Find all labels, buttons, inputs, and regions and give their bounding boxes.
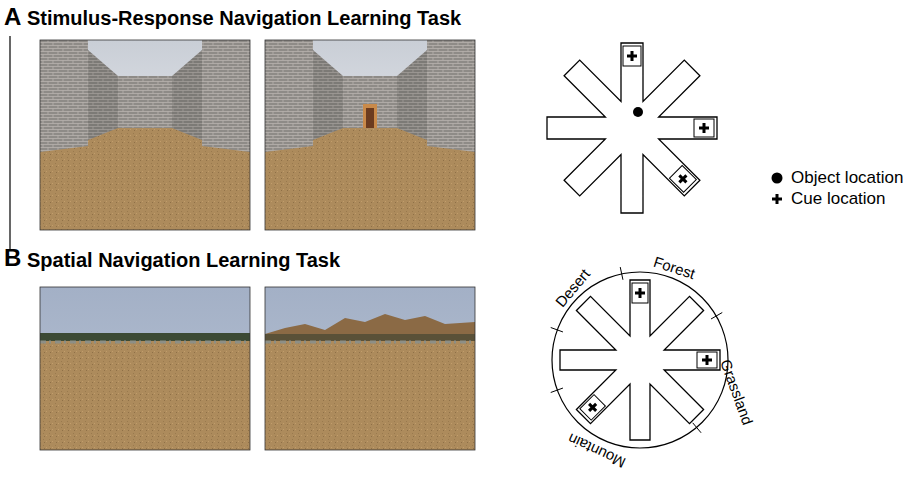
landscape-screenshot bbox=[265, 287, 475, 450]
cue-cross bbox=[635, 288, 645, 298]
object-dot bbox=[633, 107, 643, 117]
cue-cross bbox=[586, 400, 600, 414]
cue-cross bbox=[699, 123, 709, 133]
region-tick bbox=[711, 313, 722, 320]
panel-title: Stimulus-Response Navigation Learning Ta… bbox=[27, 7, 461, 29]
cue-marker bbox=[697, 352, 717, 368]
cue-cell bbox=[632, 283, 648, 303]
maze-screenshot bbox=[40, 40, 250, 230]
cue-cell bbox=[697, 352, 717, 368]
radial-mazes bbox=[547, 43, 783, 440]
cue-cross bbox=[627, 51, 637, 61]
landscape-screenshot bbox=[40, 287, 250, 450]
radial-maze bbox=[560, 280, 720, 440]
region-label: Mountain bbox=[566, 429, 629, 470]
panel-rule bbox=[9, 36, 10, 250]
legend-text: Cue location bbox=[791, 190, 886, 209]
panel-letter: A bbox=[4, 4, 21, 30]
cue-marker bbox=[580, 395, 605, 420]
cue-marker bbox=[669, 165, 696, 192]
cue-cross bbox=[676, 172, 690, 186]
legend-dot bbox=[772, 173, 783, 184]
panel-letter: B bbox=[4, 245, 21, 271]
region-tick bbox=[551, 328, 563, 332]
region-tick bbox=[551, 388, 563, 392]
cue-cell bbox=[580, 395, 605, 420]
region-tick bbox=[620, 267, 623, 280]
object-door bbox=[363, 104, 377, 128]
cue-cell bbox=[623, 46, 641, 66]
cue-cell bbox=[669, 165, 696, 192]
maze-screenshot bbox=[265, 40, 475, 230]
cue-cross bbox=[772, 194, 782, 204]
radial-maze bbox=[547, 43, 717, 213]
cue-marker bbox=[694, 119, 714, 137]
panel-title: Spatial Navigation Learning Task bbox=[27, 249, 340, 271]
cue-marker bbox=[623, 46, 641, 66]
legend-text: Object location bbox=[791, 169, 903, 188]
region-label: Forest bbox=[651, 254, 697, 283]
region-tick bbox=[693, 423, 701, 433]
cue-cross bbox=[702, 355, 712, 365]
cue-marker bbox=[632, 283, 648, 303]
cue-cell bbox=[694, 119, 714, 137]
environment-circle bbox=[552, 272, 728, 448]
